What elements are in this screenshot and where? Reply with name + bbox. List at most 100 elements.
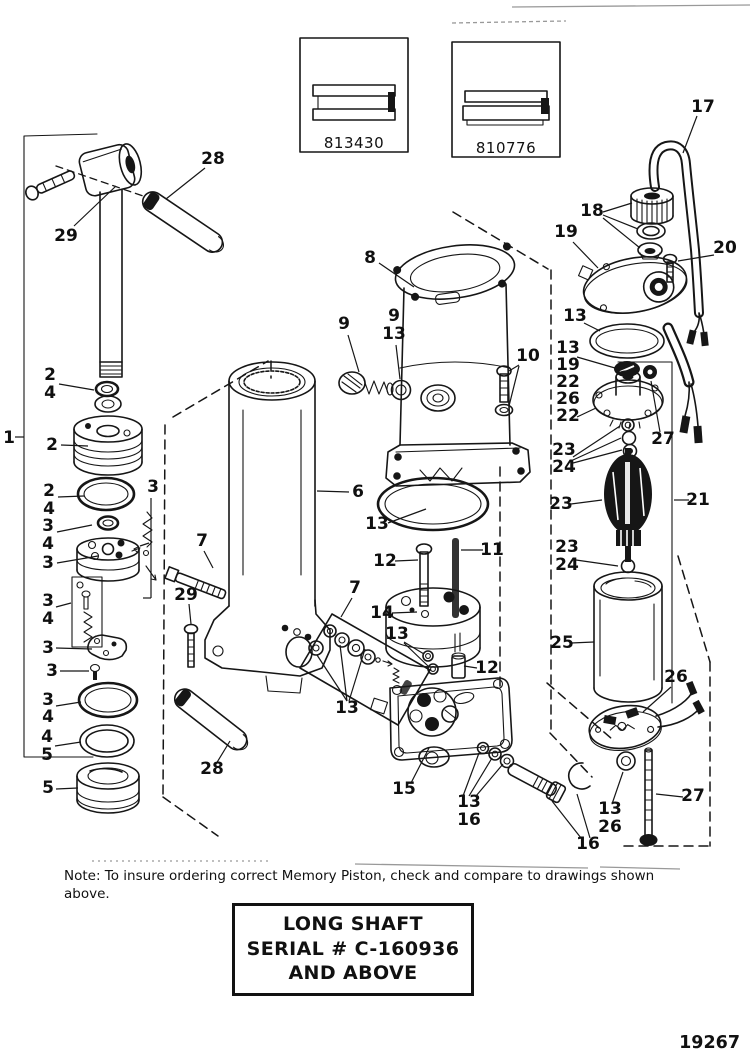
rod-screw-icon (25, 170, 76, 201)
callout-label-4: 4 (42, 534, 54, 554)
callout-label-3: 3 (42, 591, 54, 611)
memory-piston-box-2 (451, 41, 561, 158)
leader-line (188, 603, 192, 625)
callout-label-13: 13 (556, 338, 580, 358)
callout-label-1: 1 (3, 428, 15, 448)
serial-line-1: LONG SHAFT (283, 913, 423, 935)
leader-line (203, 550, 214, 569)
leader-line (602, 217, 641, 249)
leader-line (576, 793, 591, 839)
cross-pin-icon (141, 191, 225, 253)
leader-line (165, 167, 206, 200)
callout-label-19: 19 (556, 355, 580, 375)
callout-label-24: 24 (555, 555, 579, 575)
leader-line (570, 499, 603, 505)
cross-pin-2-icon (173, 688, 249, 751)
callout-label-2: 2 (44, 365, 56, 385)
callout-label-17: 17 (691, 97, 715, 117)
leader-line (572, 425, 621, 458)
callout-label-2: 2 (43, 481, 55, 501)
callout-label-25: 25 (550, 633, 574, 653)
leader-line (602, 202, 633, 213)
leader-line (650, 380, 661, 433)
callout-label-4: 4 (44, 383, 56, 403)
callout-label-7: 7 (196, 531, 208, 551)
leader-line (54, 741, 82, 747)
callout-label-22: 22 (556, 406, 580, 426)
callout-label-16: 16 (576, 834, 600, 854)
scan-artifacts (92, 4, 750, 870)
callout-label-23: 23 (552, 440, 576, 460)
callout-label-12: 12 (475, 658, 499, 678)
callout-label-4: 4 (42, 707, 54, 727)
valve-gasket-plate-drawing (299, 613, 431, 726)
leader-line (57, 495, 85, 498)
leader-line (339, 644, 348, 702)
oil-pump-drawing (376, 476, 490, 679)
serial-line-2: SERIAL # C-160936 (246, 937, 460, 960)
piston-rod-drawing (25, 143, 225, 413)
leader-line (340, 597, 353, 618)
callout-label-21: 21 (686, 490, 710, 510)
callout-label-3: 3 (42, 690, 54, 710)
leader-line (572, 241, 599, 269)
callout-label-23: 23 (555, 537, 579, 557)
leader-line (139, 542, 150, 547)
callout-label-26: 26 (598, 817, 622, 837)
callout-label-13: 13 (335, 698, 359, 718)
leader-line (58, 383, 95, 391)
callout-label-9: 9 (388, 306, 400, 326)
callout-label-6: 6 (352, 482, 364, 502)
callout-label-28: 28 (201, 149, 225, 169)
callout-label-22: 22 (556, 372, 580, 392)
leader-line (583, 322, 601, 332)
leader-line (403, 642, 429, 667)
callout-label-24: 24 (552, 457, 576, 477)
callout-label-16: 16 (457, 810, 481, 830)
callout-label-26: 26 (556, 389, 580, 409)
leader-line (347, 334, 360, 373)
memory-piston-stack-drawing (71, 415, 157, 814)
cylinder-bolt-icon (164, 566, 227, 600)
part-number-810776: 810776 (475, 139, 537, 157)
leader-line (570, 641, 595, 644)
leader-line (677, 254, 715, 262)
leader-line (602, 214, 639, 230)
leader-line (403, 641, 425, 655)
callout-label-3: 3 (42, 638, 54, 658)
leader-line (316, 490, 350, 493)
leader-line (56, 555, 99, 564)
manifold-drawing (369, 677, 591, 804)
leader-line (316, 654, 348, 702)
callout-label-18: 18 (580, 201, 604, 221)
callout-label-13: 13 (563, 306, 587, 326)
callout-label-13: 13 (457, 792, 481, 812)
callout-label-8: 8 (364, 248, 376, 268)
serial-range-box: LONG SHAFT SERIAL # C-160936 AND ABOVE (232, 903, 474, 997)
callout-label-23: 23 (549, 494, 573, 514)
callout-label-4: 4 (42, 609, 54, 629)
callout-label-20: 20 (713, 238, 737, 258)
pump-shaft-icon (507, 762, 567, 804)
leader-line (55, 701, 82, 707)
callout-label-29: 29 (54, 226, 78, 246)
leader-line (387, 508, 427, 524)
leader-line (55, 602, 72, 608)
callout-label-29: 29 (174, 585, 198, 605)
leader-line (56, 524, 93, 533)
leader-line (463, 665, 478, 669)
leader-line (642, 686, 672, 713)
leader-line (508, 364, 520, 372)
leader-line (611, 771, 624, 805)
leader-line (576, 407, 597, 418)
callout-label-13: 13 (382, 324, 406, 344)
leader-line (348, 648, 366, 702)
document-number: 19267 (679, 1033, 740, 1053)
leader-line (572, 449, 623, 464)
leader-line (572, 437, 622, 461)
callout-label-28: 28 (200, 759, 224, 779)
leader-line (55, 787, 79, 790)
